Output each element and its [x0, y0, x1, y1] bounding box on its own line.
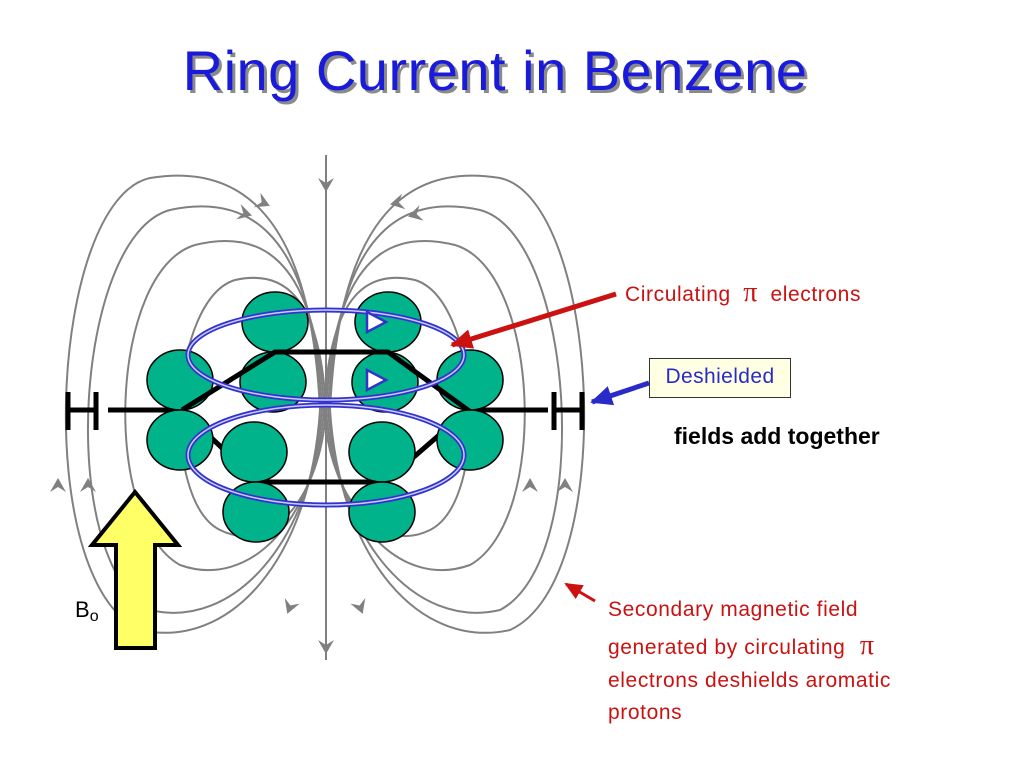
deshielded-pointer-arrow [590, 380, 650, 406]
p-orbital-lobe [348, 421, 416, 483]
b0-main: B [75, 597, 90, 622]
p-orbital-lobe [146, 409, 214, 471]
hydrogen-left [65, 392, 99, 430]
p-orbitals-bottom [146, 409, 504, 543]
pi-symbol-2: π [860, 630, 875, 661]
circulating-label: Circulating π electrons [625, 277, 861, 308]
circulating-prefix: Circulating [625, 283, 731, 306]
secondary-line-4: protons [608, 701, 682, 724]
field-line-left-3 [124, 239, 325, 571]
field-arrow [284, 597, 300, 614]
fields-add-together-label: fields add together [674, 423, 880, 449]
circulating-suffix: electrons [770, 283, 861, 306]
pi-ring-currents [185, 307, 467, 508]
p-orbital-lobe [220, 421, 288, 483]
secondary-line-2: generated by circulating π [608, 630, 875, 661]
magnetic-field-lines [64, 155, 586, 660]
pi-symbol: π [743, 277, 758, 308]
field-line-right-3 [325, 239, 526, 571]
field-line-left-2 [86, 205, 323, 614]
b0-subscript: o [89, 608, 99, 625]
p-orbital-lobe [348, 481, 416, 543]
p-orbital-lobe [241, 291, 309, 353]
secondary-line-2-text: generated by circulating [608, 636, 845, 659]
field-line-right-2 [327, 205, 564, 614]
field-arrow [350, 597, 366, 614]
b0-label: Bo [75, 597, 99, 625]
secondary-line-3: electrons deshields aromatic [608, 669, 891, 692]
p-orbital-lobe [351, 351, 419, 413]
current-direction-arrow [365, 309, 389, 335]
p-orbital-lobe [436, 409, 504, 471]
slide-title: Ring Current in Benzene [182, 39, 808, 102]
p-orbital-lobe [222, 481, 290, 543]
circulating-pointer-arrow [450, 291, 617, 349]
deshielded-label: Deshielded [665, 365, 775, 388]
p-orbital-lobe [436, 349, 504, 411]
hydrogen-right [551, 392, 585, 430]
secondary-line-1: Secondary magnetic field [608, 598, 858, 621]
deshielded-box [649, 358, 791, 398]
secondary-field-pointer-arrow [564, 582, 596, 603]
p-orbital-lobe [146, 349, 214, 411]
p-orbital-lobe [239, 351, 307, 413]
b0-field-arrow [87, 488, 183, 650]
current-direction-arrow [365, 367, 389, 393]
